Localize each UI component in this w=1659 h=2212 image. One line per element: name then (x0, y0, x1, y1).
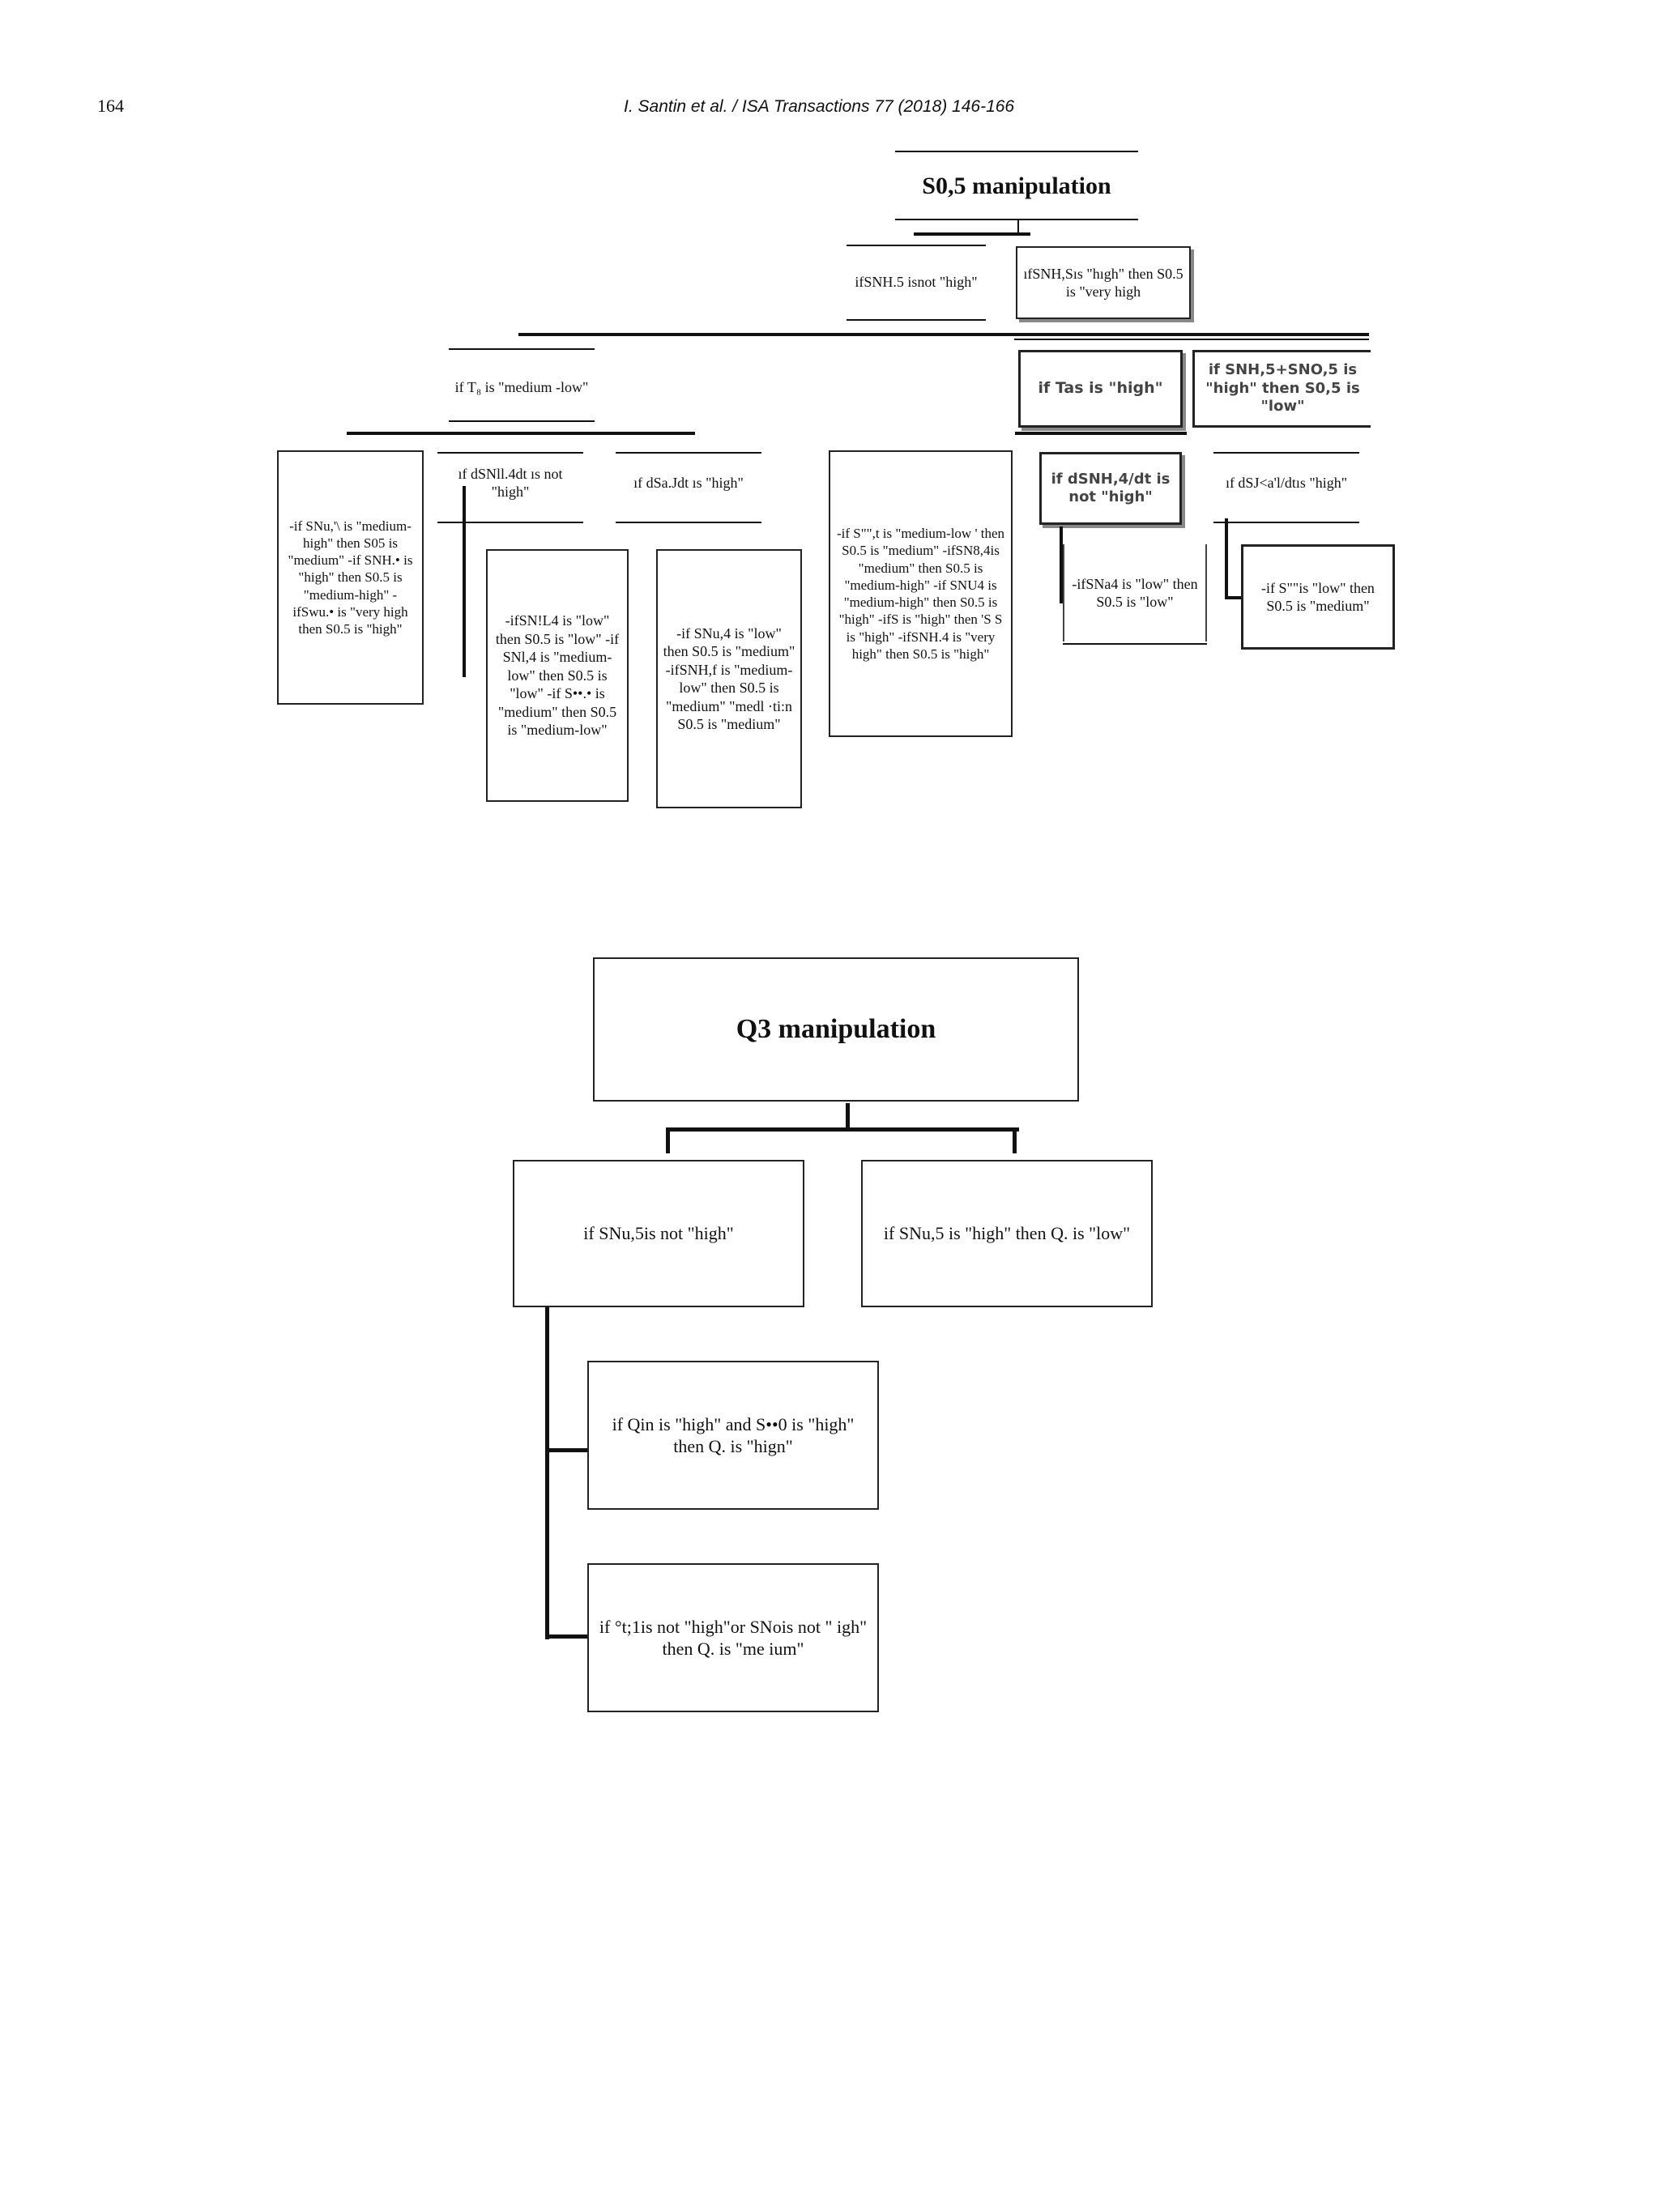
s05-node-l: -ifSN!L4 is "low" then S0.5 is "low" -if… (486, 549, 629, 802)
s05-node-b: ıfSNH,Sıs "hıgh" then S0.5 is "very high (1016, 246, 1191, 319)
s05-node-d: if Tas is "high" (1018, 350, 1183, 428)
page-number: 164 (97, 96, 124, 116)
q3-node-left: if SNu,5is not "high" (513, 1160, 804, 1307)
s05-node-c: if T₈ is "medium -low" (454, 378, 589, 395)
s05-node-j: if dSNH,4/dt is not "high" (1039, 452, 1182, 525)
q3-root: Q3 manipulation (593, 957, 1079, 1102)
s05-node-m: -if SNu,4 is "low" then S0.5 is "medium"… (656, 549, 802, 808)
s05-node-o: -if S""is "low" then S0.5 is "medium" (1241, 544, 1395, 650)
s05-node-n: -ifSNa4 is "low" then S0.5 is "low" (1063, 544, 1207, 641)
q3-child-1: if Qin is "high" and S••0 is "high" then… (587, 1361, 879, 1510)
s05-node-i: -if S"",t is "medium-low ' then S0.5 is … (829, 450, 1013, 737)
q3-child-2: if °t;1is not "high"or SNois not " igh" … (587, 1563, 879, 1712)
s05-node-k: ıf dSJ<a'l/dtıs "high" (1225, 474, 1348, 491)
s05-node-e: if SNH,5+SNO,5 is "high" then S0,5 is "l… (1192, 350, 1371, 428)
s05-root: S0,5 manipulation (922, 173, 1111, 200)
s05-node-h: ıf dSa.Jdt ıs "high" (633, 474, 744, 491)
s05-node-f: -if SNu,'\ is "medium-high" then S05 is … (277, 450, 424, 705)
q3-node-right: if SNu,5 is "high" then Q. is "low" (861, 1160, 1153, 1307)
citation: I. Santin et al. / ISA Transactions 77 (… (624, 97, 1015, 116)
s05-node-a: ifSNH.5 isnot "high" (855, 273, 978, 290)
s05-node-g: ıf dSNll.4dt ıs not "high" (458, 465, 563, 501)
